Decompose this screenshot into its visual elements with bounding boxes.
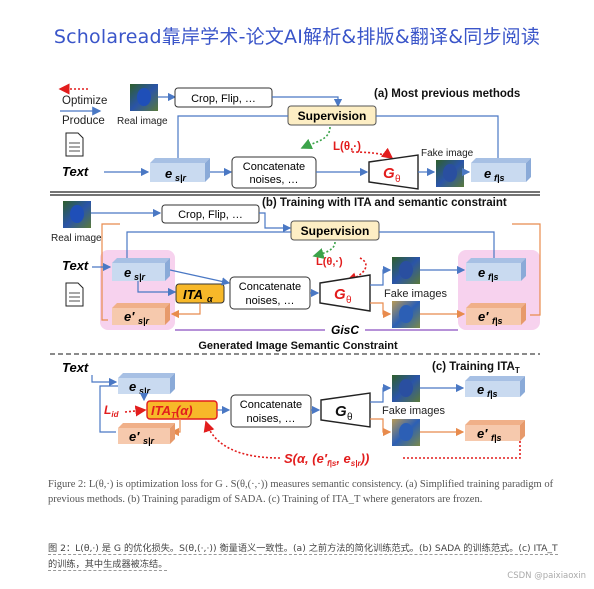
crop-flip-label-b: Crop, Flip, … (178, 209, 243, 221)
crop-flip-label: Crop, Flip, … (191, 93, 256, 105)
e-sr-prime-embedding-c: e′ s|r (118, 423, 175, 446)
panel-b: Real image Crop, Flip, … (b) Training wi… (50, 197, 541, 355)
svg-text:e: e (477, 382, 484, 397)
e-fs-embedding-b: e f|s (466, 258, 526, 282)
svg-text:s|r: s|r (175, 173, 187, 183)
ita-t-label: ITAT(α) (151, 403, 193, 420)
svg-text:f|s: f|s (487, 389, 498, 399)
text-label: Text (62, 164, 89, 179)
concatenate-label-c: Concatenate (240, 399, 302, 411)
generator-label-b: G (334, 286, 346, 303)
optimize-label: Optimize (62, 95, 107, 107)
e-sr-prime-embedding-b: e′ s|r (112, 303, 170, 326)
e-sr-embedding-b: e s|r (112, 258, 170, 282)
panel-a-title: (a) Most previous methods (374, 88, 520, 100)
svg-text:e: e (129, 379, 136, 394)
noises-label-b: noises, … (246, 295, 295, 307)
text-label-b: Text (62, 258, 89, 273)
semantic-loss-formula: S(α, (e′f|s, es|r)) (284, 451, 369, 468)
supervision-label-b: Supervision (301, 224, 370, 238)
panel-a: Optimize Produce Real image Crop, Flip, … (50, 83, 540, 196)
e-sr-embedding: e s|r (150, 158, 210, 183)
crop-flip-box-b (161, 204, 260, 224)
svg-text:f|s: f|s (492, 316, 503, 326)
generator-label: G (383, 165, 395, 182)
supervision-label: Supervision (298, 109, 367, 123)
svg-text:s|r: s|r (138, 316, 150, 326)
generator-block-c (320, 392, 371, 428)
svg-text:f|s: f|s (488, 272, 499, 282)
svg-text:e′: e′ (477, 426, 488, 441)
svg-text:θ: θ (347, 412, 353, 423)
e-fs-prime-embedding-c: e′ f|s (465, 420, 525, 443)
svg-text:s|r: s|r (139, 386, 151, 396)
concatenate-label: Concatenate (243, 161, 305, 173)
panel-c: Text (c) Training ITAT e s|r Lid ITAT(α)… (62, 360, 525, 468)
noises-label-c: noises, … (247, 413, 296, 425)
real-image-label: Real image (117, 116, 168, 127)
svg-text:e′: e′ (124, 309, 135, 324)
noises-label: noises, … (250, 174, 299, 186)
svg-text:e′: e′ (129, 429, 140, 444)
ita-alpha-label: ITA (183, 287, 203, 302)
svg-text:s|r: s|r (134, 272, 146, 282)
gisc-label: GisC (331, 323, 359, 337)
caption-chinese: 图 2：L(θ,·) 是 G 的优化损失。S(θ,(·,·)) 衡量语义一致性。… (48, 543, 558, 571)
document-icon (65, 132, 84, 157)
generator-label-c: G (335, 403, 347, 420)
svg-text:θ: θ (346, 295, 352, 306)
panel-b-title: (b) Training with ITA and semantic const… (262, 197, 507, 209)
svg-text:e: e (478, 265, 485, 280)
e-fs-prime-embedding-b: e′ f|s (466, 303, 526, 326)
bird-shape (137, 88, 151, 106)
real-image-label-b: Real image (51, 233, 102, 244)
loss-label: L(θ,·) (333, 141, 361, 153)
e-fs-embedding: e f|s (471, 158, 531, 183)
e-sr-embedding-c: e s|r (118, 373, 175, 396)
document-icon-b (65, 282, 84, 307)
concatenate-box-c (230, 394, 312, 428)
generator-block-b (319, 274, 371, 312)
fake-images-label-c: Fake images (382, 405, 445, 417)
watermark: CSDN @paixiaoxin (507, 571, 586, 581)
panel-c-title: (c) Training ITAT (432, 361, 520, 375)
svg-text:f|s: f|s (491, 433, 502, 443)
lid-label: Lid (104, 403, 120, 419)
e-fs-embedding-c: e f|s (465, 376, 525, 399)
produce-label: Produce (62, 115, 105, 127)
loss-label-b: L(θ,·) (316, 256, 343, 268)
svg-text:f|s: f|s (494, 173, 505, 183)
text-label-c: Text (62, 360, 89, 375)
svg-text:s|r: s|r (143, 436, 155, 446)
fake-images-label-b: Fake images (384, 288, 447, 300)
banner-title: Scholaread靠岸学术-论文AI解析&排版&翻译&同步阅读 (53, 26, 541, 48)
svg-text:e: e (484, 166, 491, 181)
supervision-box-b (290, 220, 380, 241)
fake-image-label: Fake image (421, 148, 474, 159)
svg-text:e: e (124, 265, 131, 280)
caption-english: Figure 2: L(θ,·) is optimization loss fo… (48, 479, 554, 505)
generator-block (368, 154, 419, 190)
svg-text:θ: θ (395, 174, 401, 185)
svg-text:e: e (165, 166, 172, 181)
constraint-label: Generated Image Semantic Constraint (198, 340, 398, 352)
concatenate-label-b: Concatenate (239, 281, 301, 293)
svg-text:e′: e′ (478, 309, 489, 324)
svg-text:α: α (207, 294, 213, 304)
